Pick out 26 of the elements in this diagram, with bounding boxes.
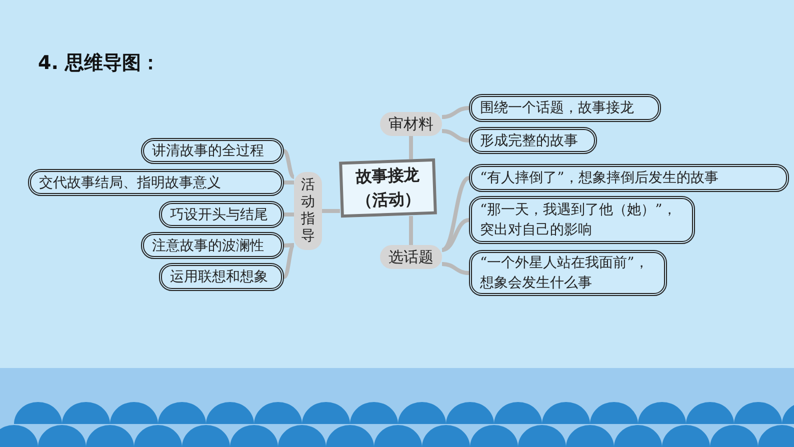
- branch-line: [442, 106, 470, 119]
- branch-line: [322, 209, 340, 213]
- leaf-box: 运用联想和想象: [159, 263, 284, 291]
- leaf-box: “一个外星人站在我面前”，想象会发生什么事: [469, 250, 667, 296]
- center-box: 故事接龙（活动）: [339, 158, 437, 218]
- branch-line: [284, 180, 294, 184]
- branch-label: 选话题: [380, 245, 442, 269]
- title: 4. 思维导图：: [38, 51, 160, 76]
- leaf-box: “那一天，我遇到了他（她）”，突出对自己的影响: [469, 196, 695, 244]
- leaf-box: 注意故事的波澜性: [141, 232, 284, 259]
- leaf-box: 围绕一个话题，故事接龙: [469, 94, 661, 122]
- branch-label: 审材料: [380, 112, 442, 136]
- branch-line: [442, 129, 470, 142]
- branch-line: [284, 243, 294, 248]
- leaf-box: 巧设开头与结尾: [159, 201, 284, 228]
- leaf-box: 形成完整的故事: [469, 127, 597, 154]
- branch-line: [409, 136, 413, 160]
- branch-line: [284, 212, 294, 216]
- branch-label: 活动指导: [294, 172, 322, 250]
- branch-line: [442, 262, 470, 275]
- leaf-box: 交代故事结局、指明故事意义: [28, 169, 284, 196]
- leaf-box: 讲清故事的全过程: [141, 138, 284, 164]
- branch-line: [409, 216, 413, 245]
- leaf-box: “有人摔倒了”，想象摔倒后发生的故事: [469, 164, 789, 192]
- branch-line: [283, 149, 295, 179]
- branch-line: [442, 218, 470, 252]
